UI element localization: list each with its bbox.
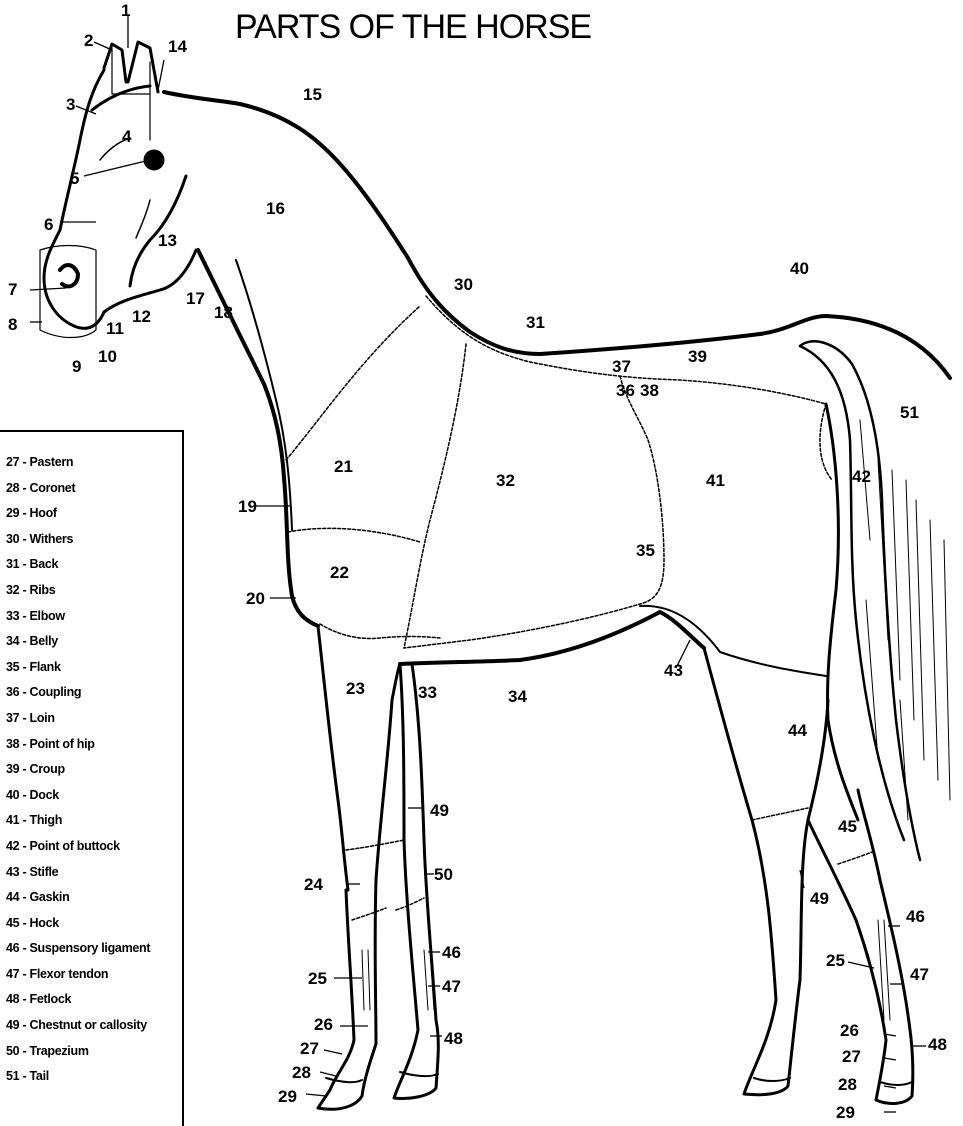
legend-item: 34 - Belly	[6, 629, 182, 655]
part-number: 34	[508, 687, 527, 706]
legend-item: 39 - Croup	[6, 757, 182, 783]
part-number: 5	[70, 169, 79, 188]
legend-item: 40 - Dock	[6, 783, 182, 809]
part-number: 4	[122, 127, 132, 146]
part-number: 19	[238, 497, 257, 516]
part-number: 12	[132, 307, 151, 326]
part-number: 30	[454, 275, 473, 294]
part-number: 37	[612, 357, 631, 376]
part-number: 24	[304, 875, 323, 894]
part-number: 35	[636, 541, 655, 560]
part-number: 29	[836, 1103, 855, 1122]
part-number: 46	[442, 943, 461, 962]
legend-item: 43 - Stifle	[6, 860, 182, 886]
legend-item: 42 - Point of buttock	[6, 834, 182, 860]
part-number: 51	[900, 403, 919, 422]
legend-list: 27 - Pastern 28 - Coronet 29 - Hoof 30 -…	[0, 432, 182, 1090]
part-number: 41	[706, 471, 725, 490]
part-number: 7	[8, 280, 17, 299]
part-number: 21	[334, 457, 353, 476]
part-number: 38	[640, 381, 659, 400]
part-number: 42	[852, 467, 871, 486]
part-number: 2	[84, 31, 93, 50]
part-number: 46	[906, 907, 925, 926]
legend-item: 35 - Flank	[6, 655, 182, 681]
part-number: 48	[444, 1029, 463, 1048]
part-number: 8	[8, 315, 17, 334]
part-number: 22	[330, 563, 349, 582]
part-number: 10	[98, 347, 117, 366]
part-number: 27	[842, 1047, 861, 1066]
part-number: 50	[434, 865, 453, 884]
part-number: 45	[838, 817, 857, 836]
legend-item: 27 - Pastern	[6, 450, 182, 476]
part-number: 27	[300, 1039, 319, 1058]
legend-item: 32 - Ribs	[6, 578, 182, 604]
part-number: 29	[278, 1087, 297, 1106]
part-number: 25	[826, 951, 845, 970]
part-number: 49	[810, 889, 829, 908]
part-number: 47	[442, 977, 461, 996]
legend-item: 36 - Coupling	[6, 680, 182, 706]
legend-item: 44 - Gaskin	[6, 885, 182, 911]
legend-item: 45 - Hock	[6, 911, 182, 937]
legend-item: 37 - Loin	[6, 706, 182, 732]
part-number: 3	[66, 95, 75, 114]
part-number: 33	[418, 683, 437, 702]
legend-item: 48 - Fetlock	[6, 987, 182, 1013]
legend-item: 47 - Flexor tendon	[6, 962, 182, 988]
legend-item: 30 - Withers	[6, 527, 182, 553]
legend-box: 27 - Pastern 28 - Coronet 29 - Hoof 30 -…	[0, 430, 184, 1126]
part-number: 15	[303, 85, 322, 104]
part-number: 1	[121, 1, 130, 20]
part-number: 14	[168, 37, 187, 56]
part-number: 32	[496, 471, 515, 490]
legend-item: 46 - Suspensory ligament	[6, 936, 182, 962]
part-number: 47	[910, 965, 929, 984]
legend-item: 31 - Back	[6, 552, 182, 578]
diagram-title: PARTS OF THE HORSE	[235, 8, 591, 46]
part-number: 28	[292, 1063, 311, 1082]
part-number: 25	[308, 969, 327, 988]
part-number: 40	[790, 259, 809, 278]
legend-item: 49 - Chestnut or callosity	[6, 1013, 182, 1039]
part-number: 49	[430, 801, 449, 820]
part-number: 16	[266, 199, 285, 218]
part-number: 6	[44, 215, 53, 234]
part-number: 26	[840, 1021, 859, 1040]
part-number: 18	[214, 303, 233, 322]
part-number: 17	[186, 289, 205, 308]
part-number: 43	[664, 661, 683, 680]
legend-item: 41 - Thigh	[6, 808, 182, 834]
legend-item: 29 - Hoof	[6, 501, 182, 527]
legend-item: 50 - Trapezium	[6, 1039, 182, 1065]
part-number: 9	[72, 357, 81, 376]
legend-item: 38 - Point of hip	[6, 732, 182, 758]
legend-item: 33 - Elbow	[6, 604, 182, 630]
part-number: 44	[788, 721, 807, 740]
part-number: 48	[928, 1035, 947, 1054]
part-number: 11	[106, 319, 124, 338]
part-number: 31	[526, 313, 545, 332]
part-number: 36	[616, 381, 635, 400]
part-number: 13	[158, 231, 177, 250]
legend-item: 28 - Coronet	[6, 476, 182, 502]
legend-item: 51 - Tail	[6, 1064, 182, 1090]
part-number: 23	[346, 679, 365, 698]
part-number: 26	[314, 1015, 333, 1034]
part-number: 39	[688, 347, 707, 366]
part-number: 20	[246, 589, 265, 608]
part-number: 28	[838, 1075, 857, 1094]
